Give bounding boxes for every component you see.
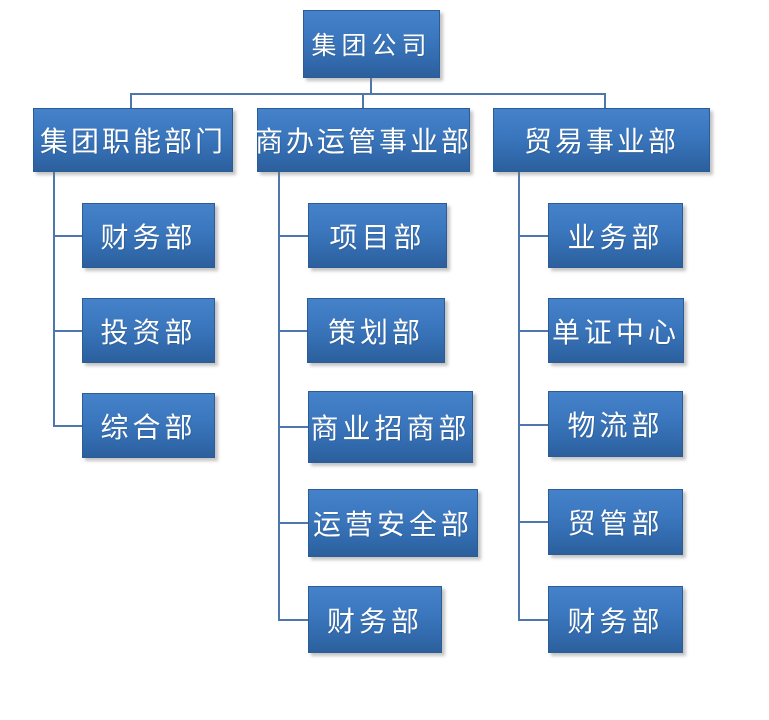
org-node-label: 物流部: [567, 411, 664, 442]
connector-branch-2-drop: [604, 93, 606, 109]
org-node-label: 财务部: [567, 606, 664, 638]
connector-stub: [53, 425, 82, 427]
connector-branch-2-rail: [518, 172, 520, 620]
org-node-child-1-2[interactable]: 商业招商部: [308, 391, 473, 463]
org-node-child-0-1[interactable]: 投资部: [82, 298, 215, 363]
org-node-branch-1[interactable]: 商办运管事业部: [255, 108, 473, 172]
connector-stub: [278, 426, 308, 428]
connector-stub: [518, 330, 548, 332]
org-node-label: 贸易事业部: [523, 127, 679, 158]
org-node-label: 运营安全部: [312, 510, 473, 541]
org-node-child-2-4[interactable]: 财务部: [548, 586, 683, 653]
connector-stub: [518, 424, 548, 426]
connector-root-drop: [370, 78, 372, 94]
org-node-child-1-3[interactable]: 运营安全部: [308, 489, 478, 557]
connector-stub: [53, 235, 82, 237]
org-node-child-2-0[interactable]: 业务部: [548, 203, 683, 268]
org-node-child-2-3[interactable]: 贸管部: [548, 489, 683, 555]
connector-stub: [518, 521, 548, 523]
org-node-branch-2[interactable]: 贸易事业部: [493, 108, 710, 172]
connector-branch-1-drop: [362, 93, 364, 109]
org-node-child-1-1[interactable]: 策划部: [307, 298, 445, 363]
connector-stub: [518, 619, 548, 621]
connector-stub: [53, 330, 82, 332]
org-node-label: 综合部: [100, 412, 197, 444]
connector-branch-0-drop: [130, 93, 132, 109]
connector-stub: [278, 330, 308, 332]
connector-stub: [278, 619, 308, 621]
org-node-child-0-0[interactable]: 财务部: [82, 203, 215, 268]
org-node-label: 投资部: [100, 317, 197, 349]
org-node-child-1-4[interactable]: 财务部: [308, 586, 442, 653]
org-node-label: 财务部: [100, 222, 197, 254]
connector-stub: [278, 522, 308, 524]
org-node-branch-0[interactable]: 集团职能部门: [33, 108, 233, 172]
org-node-child-2-1[interactable]: 单证中心: [548, 298, 684, 363]
org-node-child-0-2[interactable]: 综合部: [82, 393, 215, 458]
org-node-label: 贸管部: [567, 509, 664, 540]
org-node-label: 策划部: [327, 317, 424, 349]
connector-stub: [278, 235, 308, 237]
org-node-label: 集团职能部门: [39, 127, 226, 158]
org-node-root[interactable]: 集团公司: [303, 10, 440, 78]
connector-stub: [518, 235, 548, 237]
connector-branch-0-rail: [53, 172, 55, 426]
org-node-label: 财务部: [326, 606, 423, 638]
org-node-label: 商业招商部: [310, 414, 471, 445]
org-node-child-2-2[interactable]: 物流部: [548, 391, 683, 457]
connector-root-rail: [130, 93, 606, 95]
org-node-child-1-0[interactable]: 项目部: [308, 203, 447, 268]
org-node-label: 商办运管事业部: [255, 127, 473, 158]
org-node-label: 项目部: [329, 222, 426, 254]
connector-branch-1-rail: [278, 172, 280, 620]
org-node-label: 单证中心: [551, 317, 680, 349]
org-node-label: 集团公司: [311, 33, 432, 60]
org-node-label: 业务部: [567, 222, 664, 254]
